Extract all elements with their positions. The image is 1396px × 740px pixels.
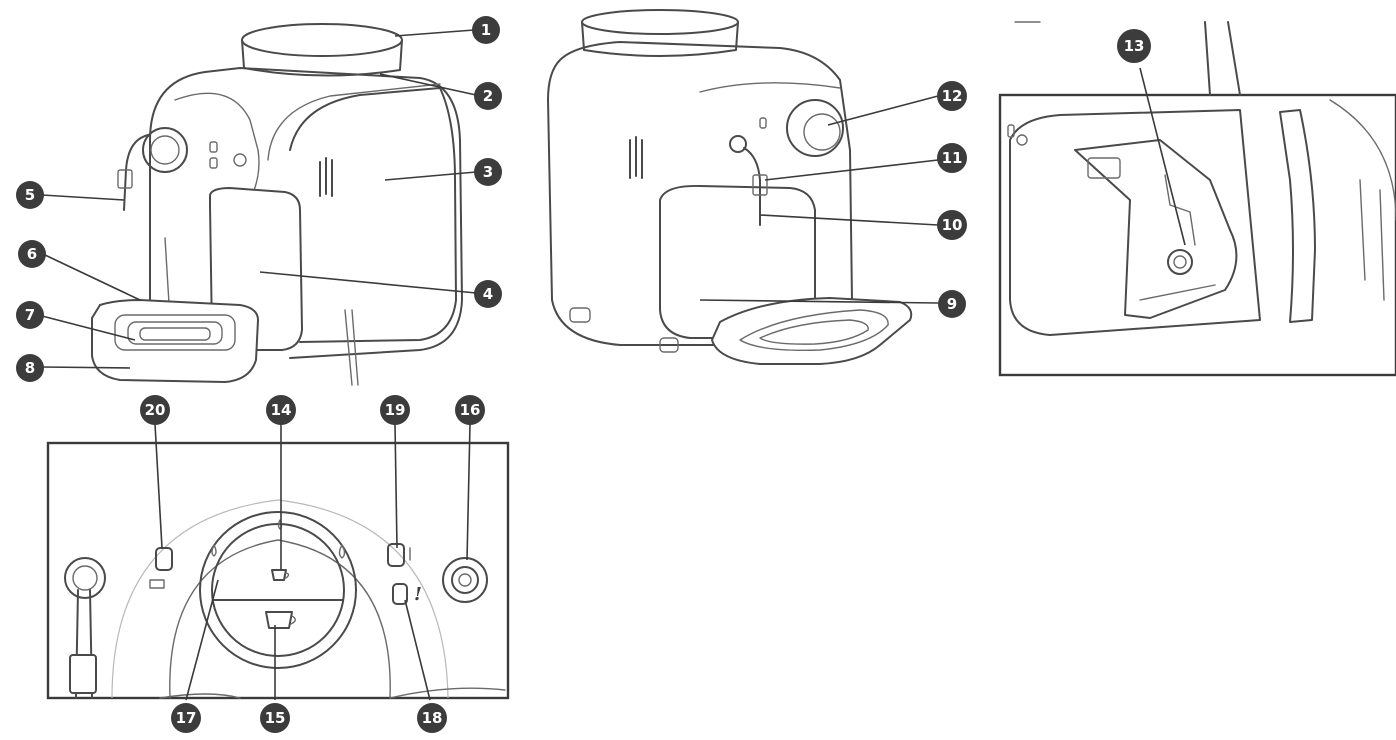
svg-text:4: 4 <box>483 285 493 303</box>
callout-5: 5 <box>16 181 44 209</box>
control-panel-closeup: ! <box>46 441 510 700</box>
steam-button[interactable] <box>155 547 173 571</box>
callout-13: 13 <box>1117 29 1151 63</box>
callout-7: 7 <box>16 301 44 329</box>
svg-text:16: 16 <box>460 401 481 419</box>
mild-drop-icon <box>211 544 217 557</box>
svg-text:1: 1 <box>481 21 491 39</box>
svg-text:7: 7 <box>25 306 35 324</box>
svg-text:2: 2 <box>483 87 493 105</box>
svg-text:3: 3 <box>483 163 493 181</box>
svg-text:11: 11 <box>942 149 963 167</box>
warning-symbol: ! <box>414 584 422 605</box>
machine-body-outline <box>149 67 463 359</box>
bean-hopper-lid <box>241 23 403 57</box>
drip-tray <box>91 299 259 383</box>
svg-text:18: 18 <box>422 709 443 727</box>
leader-lines <box>41 29 1186 701</box>
bean-hopper <box>241 39 403 77</box>
steam-wand <box>123 134 149 211</box>
steam-wand-right <box>743 147 761 226</box>
callout-16: 16 <box>455 395 485 425</box>
service-door <box>1279 109 1316 323</box>
callout-17: 17 <box>171 703 201 733</box>
svg-text:13: 13 <box>1124 37 1145 55</box>
control-knob-right <box>786 99 844 157</box>
panel-frame <box>46 441 510 700</box>
selector-knob-ring <box>199 511 357 669</box>
brew-group <box>1074 139 1238 319</box>
selector-knob[interactable] <box>211 523 345 657</box>
steam-cup-icon <box>149 579 165 589</box>
callout-8: 8 <box>16 354 44 382</box>
callout-14: 14 <box>266 395 296 425</box>
svg-text:19: 19 <box>385 401 406 419</box>
side-service-door <box>289 87 457 343</box>
callout-9: 9 <box>938 290 966 318</box>
svg-text:15: 15 <box>265 709 286 727</box>
alarm-light <box>392 583 408 605</box>
svg-text:8: 8 <box>25 359 35 377</box>
steam-wand-joint <box>64 557 106 599</box>
svg-text:17: 17 <box>176 709 197 727</box>
callout-6: 6 <box>18 240 46 268</box>
power-button[interactable] <box>442 557 488 603</box>
callout-20: 20 <box>140 395 170 425</box>
svg-text:12: 12 <box>942 87 963 105</box>
callout-1: 1 <box>472 16 500 44</box>
callout-15: 15 <box>260 703 290 733</box>
espresso-cup-icon <box>271 569 290 581</box>
callout-19: 19 <box>380 395 410 425</box>
svg-text:9: 9 <box>947 295 957 313</box>
coffee-cup-icon <box>265 611 296 629</box>
control-knob <box>142 127 188 173</box>
callout-18: 18 <box>417 703 447 733</box>
machine-front-view <box>91 23 463 386</box>
callout-4: 4 <box>474 280 502 308</box>
callout-2: 2 <box>474 82 502 110</box>
steam-wand-grip <box>69 654 97 694</box>
svg-text:6: 6 <box>27 245 37 263</box>
svg-text:14: 14 <box>271 401 292 419</box>
svg-text:5: 5 <box>25 186 35 204</box>
callout-11: 11 <box>937 143 967 173</box>
machine-right-view <box>547 9 913 365</box>
callout-12: 12 <box>937 81 967 111</box>
inset-frame <box>998 93 1396 377</box>
svg-text:10: 10 <box>942 216 963 234</box>
callout-badges: 1 2 3 4 5 6 7 8 9 10 11 12 13 14 15 16 1… <box>16 16 1151 733</box>
machine-side-open <box>1009 109 1261 336</box>
svg-text:20: 20 <box>145 401 166 419</box>
descale-button[interactable] <box>387 543 405 567</box>
callout-3: 3 <box>474 158 502 186</box>
strong-drop-icon <box>338 544 346 559</box>
callout-10: 10 <box>937 210 967 240</box>
brew-group-inset <box>998 21 1396 377</box>
bean-hopper-lid-right <box>581 9 739 35</box>
